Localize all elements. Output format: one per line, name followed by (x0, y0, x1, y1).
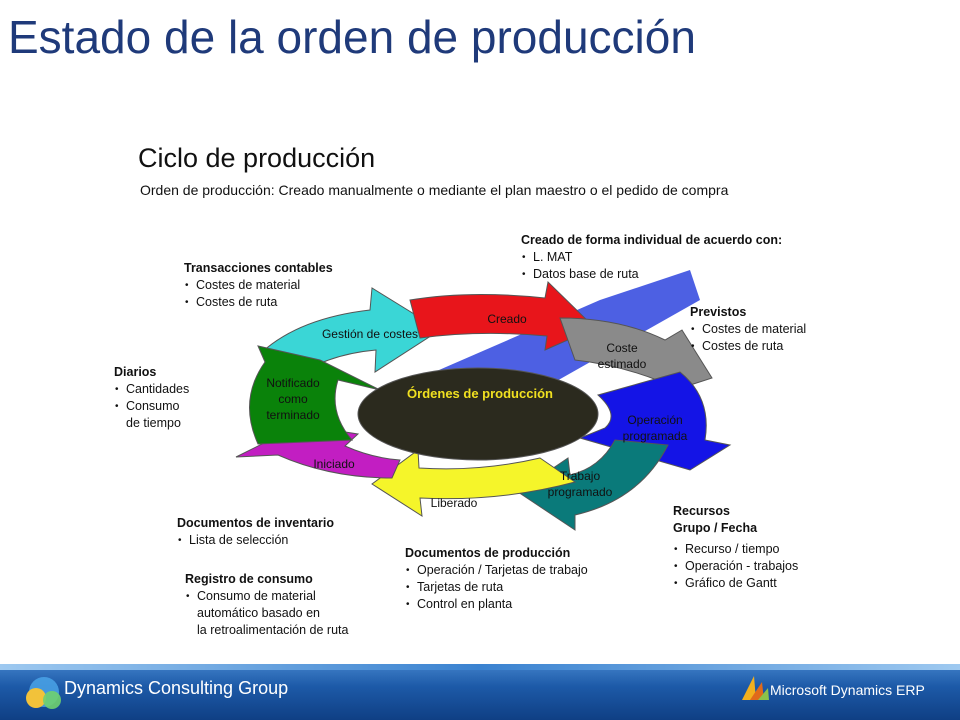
dynamics-logo-icon (742, 676, 769, 700)
note-previstos-header: Previstos (690, 305, 747, 319)
note-transacciones: Transacciones contables Costes de materi… (184, 260, 333, 311)
stage-label-creado: Creado (487, 312, 527, 326)
stage-label-iniciado: Iniciado (313, 457, 355, 471)
note-diarios-header: Diarios (114, 365, 157, 379)
list-item: Tarjetas de ruta (405, 579, 588, 596)
note-recursos: Recursos Grupo / Fecha Recurso / tiempo … (673, 503, 798, 592)
center-hub (357, 367, 599, 461)
note-documentos-inventario-header: Documentos de inventario (177, 516, 334, 530)
stage-label-coste-estimado-2: estimado (598, 357, 647, 371)
diagram-heading: Ciclo de producción (138, 143, 376, 173)
footer-stripe (0, 664, 960, 670)
list-item-continuation: la retroalimentación de ruta (197, 623, 349, 637)
stage-arrow-notificado (249, 345, 381, 445)
list-item: Consumo (114, 398, 189, 415)
center-label: Órdenes de producción (407, 386, 553, 401)
note-registro-consumo: Registro de consumo Consumo de material … (185, 571, 348, 639)
stage-label-gestion-costes: Gestión de costes (322, 327, 418, 341)
stage-label-notificado-3: terminado (266, 408, 320, 422)
list-item: Costes de ruta (690, 338, 806, 355)
list-item: Control en planta (405, 596, 588, 613)
note-registro-consumo-header: Registro de consumo (185, 572, 313, 586)
list-item: Costes de material (690, 321, 806, 338)
stage-arrow-trabajo (517, 439, 669, 531)
list-item-continuation: automático basado en (197, 606, 321, 620)
note-diarios: Diarios Cantidades Consumo de tiempo (114, 364, 189, 432)
note-documentos-produccion-header: Documentos de producción (405, 546, 571, 560)
list-item: Gráfico de Gantt (673, 575, 798, 592)
stage-label-trabajo-1: Trabajo (560, 469, 601, 483)
note-documentos-produccion: Documentos de producción Operación / Tar… (405, 545, 588, 613)
list-item: Recurso / tiempo (673, 541, 798, 558)
list-item: Operación - trabajos (673, 558, 798, 575)
list-item: Cantidades (114, 381, 189, 398)
note-previstos: Previstos Costes de material Costes de r… (690, 304, 806, 355)
slide-title: Estado de la orden de producción (8, 11, 696, 63)
stage-label-operacion-2: programada (623, 429, 688, 443)
note-transacciones-header: Transacciones contables (184, 261, 333, 275)
list-item: Lista de selección (177, 532, 334, 549)
note-recursos-header-2: Grupo / Fecha (673, 521, 758, 535)
note-documentos-inventario: Documentos de inventario Lista de selecc… (177, 515, 334, 549)
list-item: Operación / Tarjetas de trabajo (405, 562, 588, 579)
stage-arrow-liberado (371, 449, 577, 517)
stage-label-notificado-2: como (278, 392, 308, 406)
company-name: Dynamics Consulting Group (64, 678, 289, 698)
note-creado: Creado de forma individual de acuerdo co… (521, 232, 782, 283)
note-recursos-header-1: Recursos (673, 504, 730, 518)
brand-name: Microsoft Dynamics ERP (770, 682, 925, 698)
list-item: Costes de ruta (184, 294, 333, 311)
stage-label-liberado: Liberado (431, 496, 478, 510)
stage-label-coste-estimado-1: Coste (606, 341, 638, 355)
list-item: Datos base de ruta (521, 266, 782, 283)
stage-label-notificado-1: Notificado (266, 376, 320, 390)
stage-label-operacion-1: Operación (627, 413, 682, 427)
stage-label-trabajo-2: programado (548, 485, 613, 499)
footer-bar: Dynamics Consulting Group Microsoft Dyna… (0, 664, 960, 720)
list-item: L. MAT (521, 249, 782, 266)
note-creado-header: Creado de forma individual de acuerdo co… (521, 233, 783, 247)
company-logo-icon (26, 677, 61, 709)
list-item-continuation: de tiempo (126, 416, 181, 430)
list-item: Consumo de material (185, 588, 348, 605)
diagram-subheading: Orden de producción: Creado manualmente … (140, 182, 729, 198)
list-item: Costes de material (184, 277, 333, 294)
